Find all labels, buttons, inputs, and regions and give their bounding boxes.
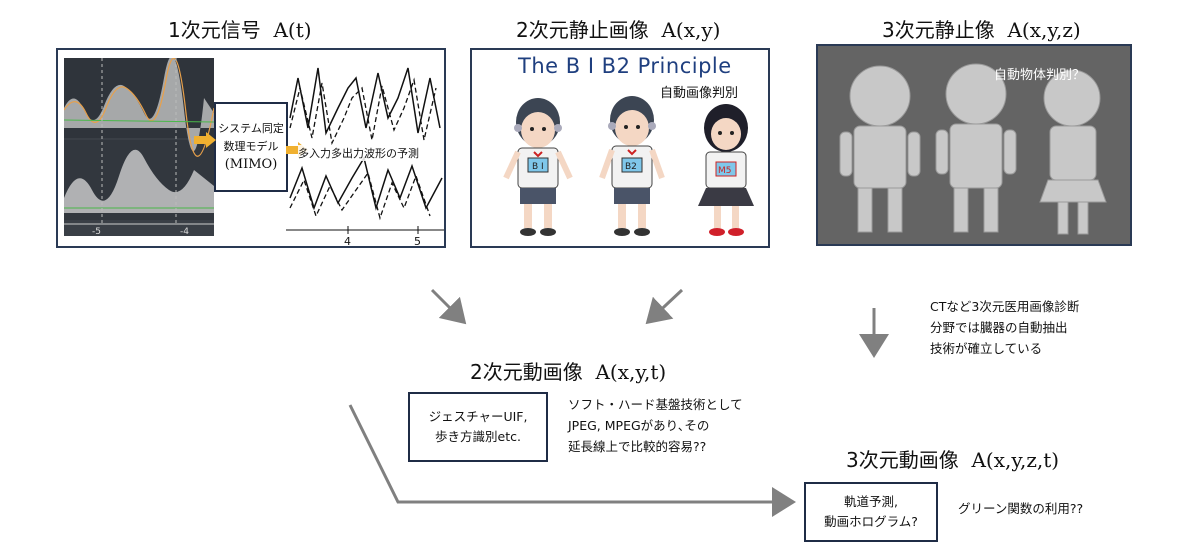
title-3d-image-math: A(x,y,z): [1007, 18, 1081, 42]
3d-image-panel: 自動物体判別？: [816, 44, 1132, 246]
orange-arrow-icon: [194, 132, 216, 148]
3d-figures-render: [818, 46, 1130, 244]
trajectory-box: 軌道予測, 動画ホログラム?: [804, 482, 938, 542]
right-tick-label: 4: [344, 235, 351, 248]
soft-hard-note: ソフト・ハード基盤技術として JPEG, MPEGがあり､その 延長線上で比較的…: [568, 394, 743, 457]
ct-note-line: 分野では臓器の自動抽出: [930, 320, 1068, 335]
ct-note: CTなど3次元医用画像診断 分野では臓器の自動抽出 技術が確立している: [930, 296, 1079, 359]
trajectory-box-line: 動画ホログラム?: [824, 514, 918, 529]
title-2d-image-math: A(x,y): [661, 18, 721, 42]
title-3d-video-math: A(x,y,z,t): [971, 448, 1060, 472]
title-3d-video: 3次元動画像 A(x,y,z,t): [846, 444, 1059, 473]
title-3d-video-jp: 3次元動画像: [846, 448, 959, 472]
green-function-note: グリーン関数の利用??: [958, 501, 1084, 516]
title-2d-image: 2次元静止画像 A(x,y): [516, 14, 720, 43]
girl-character-m5: M5: [698, 104, 754, 236]
title-2d-video-math: A(x,y,t): [595, 360, 667, 384]
title-3d-image-jp: 3次元静止像: [882, 18, 995, 42]
gesture-box: ジェスチャーUIF, 歩き方識別etc.: [408, 392, 548, 462]
character-illustrations: B I B2 M5: [503, 96, 754, 236]
title-1d-signal-jp: 1次元信号: [168, 18, 261, 42]
title-3d-image: 3次元静止像 A(x,y,z): [882, 14, 1081, 43]
soft-note-line: JPEG, MPEGがあり､その: [568, 418, 710, 433]
badge-b2: B2: [625, 162, 637, 172]
left-tick-label: -4: [180, 227, 189, 236]
badge-m5: M5: [718, 166, 732, 176]
prediction-label: 多入力多出力波形の予測: [298, 145, 419, 161]
soft-note-line: ソフト・ハード基盤技術として: [568, 397, 743, 412]
arrow-1d-to-2d-video: [430, 288, 467, 325]
gesture-box-line: ジェスチャーUIF,: [428, 409, 528, 424]
trajectory-box-line: 軌道予測,: [844, 494, 898, 509]
left-tick-label: -5: [92, 227, 101, 236]
ct-note-line: CTなど3次元医用画像診断: [930, 299, 1080, 314]
boy-character-b1: B I: [503, 98, 573, 236]
boy-character-b2: B2: [599, 96, 665, 236]
soft-note-line: 延長線上で比較的容易??: [568, 439, 707, 454]
title-2d-video: 2次元動画像 A(x,y,t): [470, 356, 666, 385]
doppler-waveform-image: -5 -4: [64, 58, 214, 236]
title-1d-signal: 1次元信号 A(t): [168, 14, 312, 43]
mimo-model-box: システム同定 数理モデル (MIMO): [214, 102, 288, 192]
right-tick-label: 5: [414, 235, 421, 248]
mimo-box-line1: システム同定: [218, 122, 284, 135]
signal-panel: -5 -4 4 5 システム同定 数理モデル (MIMO) 多入力多出力波形の予…: [56, 48, 446, 248]
mimo-box-line3: (MIMO): [224, 157, 278, 172]
mimo-box-line2: 数理モデル: [223, 140, 279, 153]
badge-b1: B I: [532, 162, 544, 172]
auto-image-discrimination-label: 自動画像判別: [660, 86, 739, 101]
title-2d-video-jp: 2次元動画像: [470, 360, 583, 384]
gesture-box-line: 歩き方識別etc.: [435, 429, 521, 444]
arrow-2d-video-to-3d-video: [348, 404, 796, 517]
auto-object-discrimination-label: 自動物体判別？: [994, 68, 1086, 83]
title-2d-image-jp: 2次元静止画像: [516, 18, 649, 42]
still-image-panel: The B I B2 Principle 自動画像判別 B I B2: [470, 48, 770, 248]
title-1d-signal-math: A(t): [273, 18, 312, 42]
ct-note-line: 技術が確立している: [930, 341, 1043, 356]
principle-heading: The B I B2 Principle: [518, 54, 732, 78]
arrow-2d-image-to-2d-video: [645, 288, 684, 325]
